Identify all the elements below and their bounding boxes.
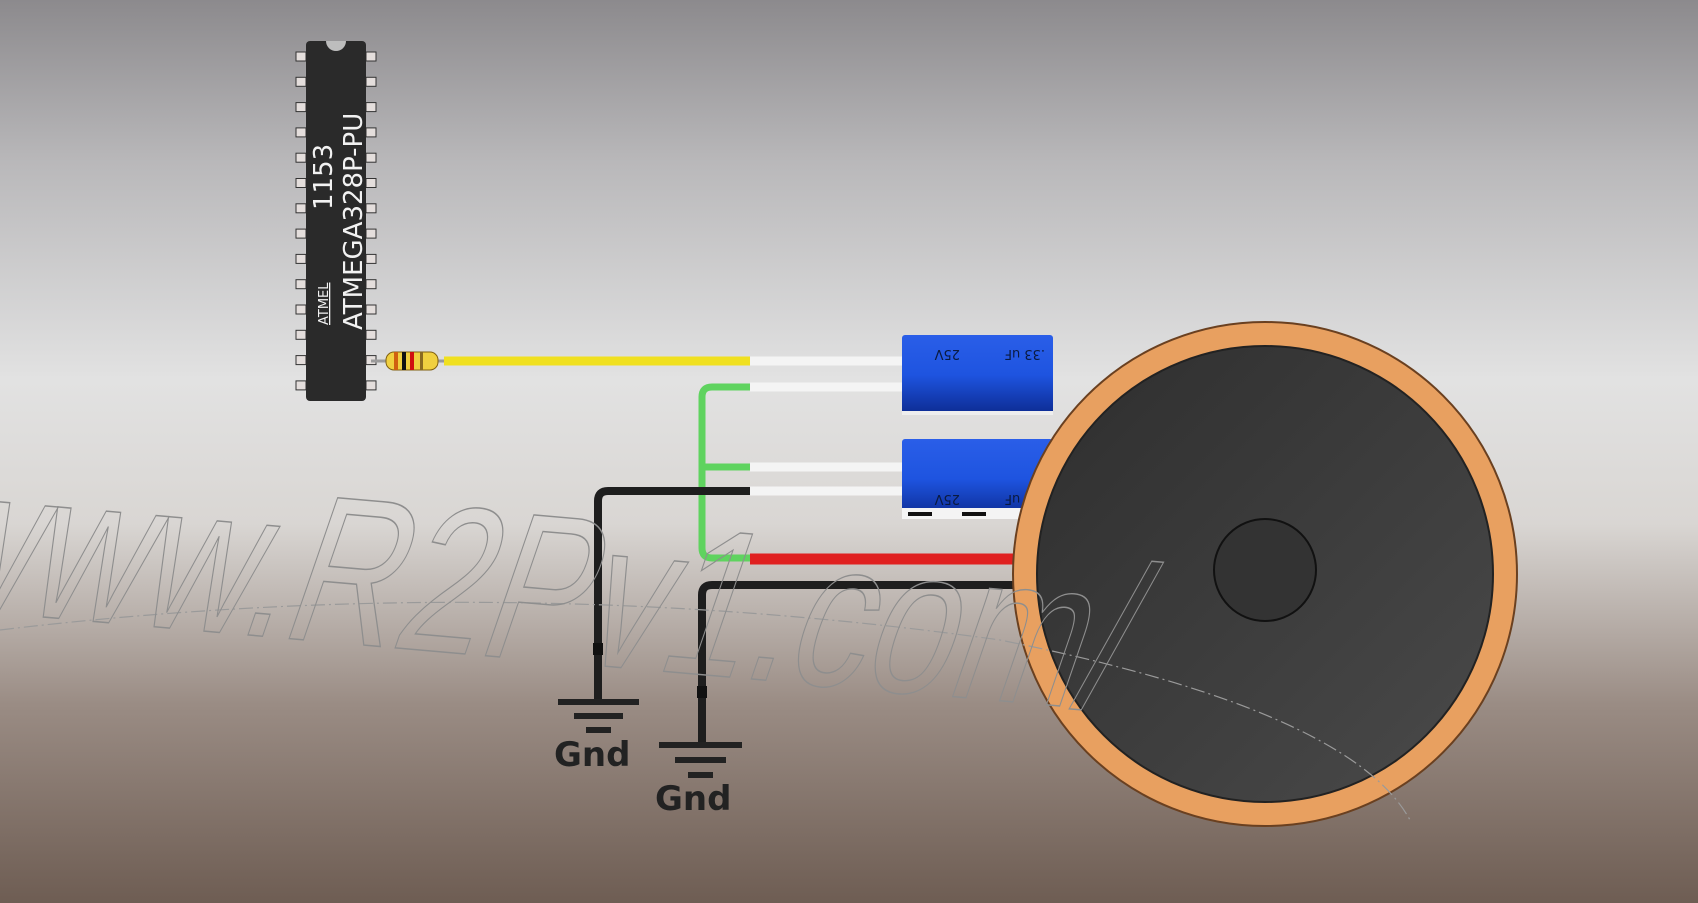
chip-pin-left xyxy=(295,102,307,113)
chip-part-number: ATMEGA328P-PU xyxy=(339,113,369,330)
atmega-chip[interactable]: ATMEL 1153 ATMEGA328P-PU xyxy=(295,41,377,401)
chip-pin-left xyxy=(295,51,307,62)
chip-pin-left xyxy=(295,329,307,340)
ground-wire-2 xyxy=(698,581,1016,745)
chip-pin-right xyxy=(365,329,377,340)
chip-pin-left xyxy=(295,127,307,138)
construction-ellipse xyxy=(0,601,1411,821)
chip-pins xyxy=(295,51,377,391)
chip-pin-left xyxy=(295,355,307,366)
chip-pin-left xyxy=(295,76,307,87)
ground-label-1: Gnd xyxy=(554,735,630,775)
capacitor-1-capacitance: .33 uF xyxy=(1004,346,1045,361)
chip-pin-left xyxy=(295,203,307,214)
chip-pin-right xyxy=(365,380,377,391)
chip-pin-left xyxy=(295,304,307,315)
chip-pin-right xyxy=(365,51,377,62)
chip-pin-right xyxy=(365,102,377,113)
chip-pin-left xyxy=(295,152,307,163)
wires xyxy=(444,356,1016,745)
chip-pin-left xyxy=(295,253,307,264)
ground-symbol-1: Gnd xyxy=(554,699,639,775)
ground-wire-1 xyxy=(594,487,750,702)
chip-pin-left xyxy=(295,380,307,391)
resistor[interactable] xyxy=(371,351,445,371)
chip-pin-left xyxy=(295,279,307,290)
chip-date-code: 1153 xyxy=(309,144,339,210)
capacitor-1-voltage: 25V xyxy=(934,346,960,361)
chip-pin-left xyxy=(295,228,307,239)
capacitor-2-voltage: 25V xyxy=(934,491,960,506)
ground-label-2: Gnd xyxy=(655,779,731,819)
chip-pin-right xyxy=(365,76,377,87)
green-wire xyxy=(698,383,760,562)
ground-symbol-2: Gnd xyxy=(655,742,742,819)
chip-brand: ATMEL xyxy=(317,282,332,325)
chip-pin-left xyxy=(295,178,307,188)
capacitor-1[interactable]: 25V .33 uF xyxy=(902,335,1053,415)
speaker[interactable] xyxy=(1012,321,1518,827)
